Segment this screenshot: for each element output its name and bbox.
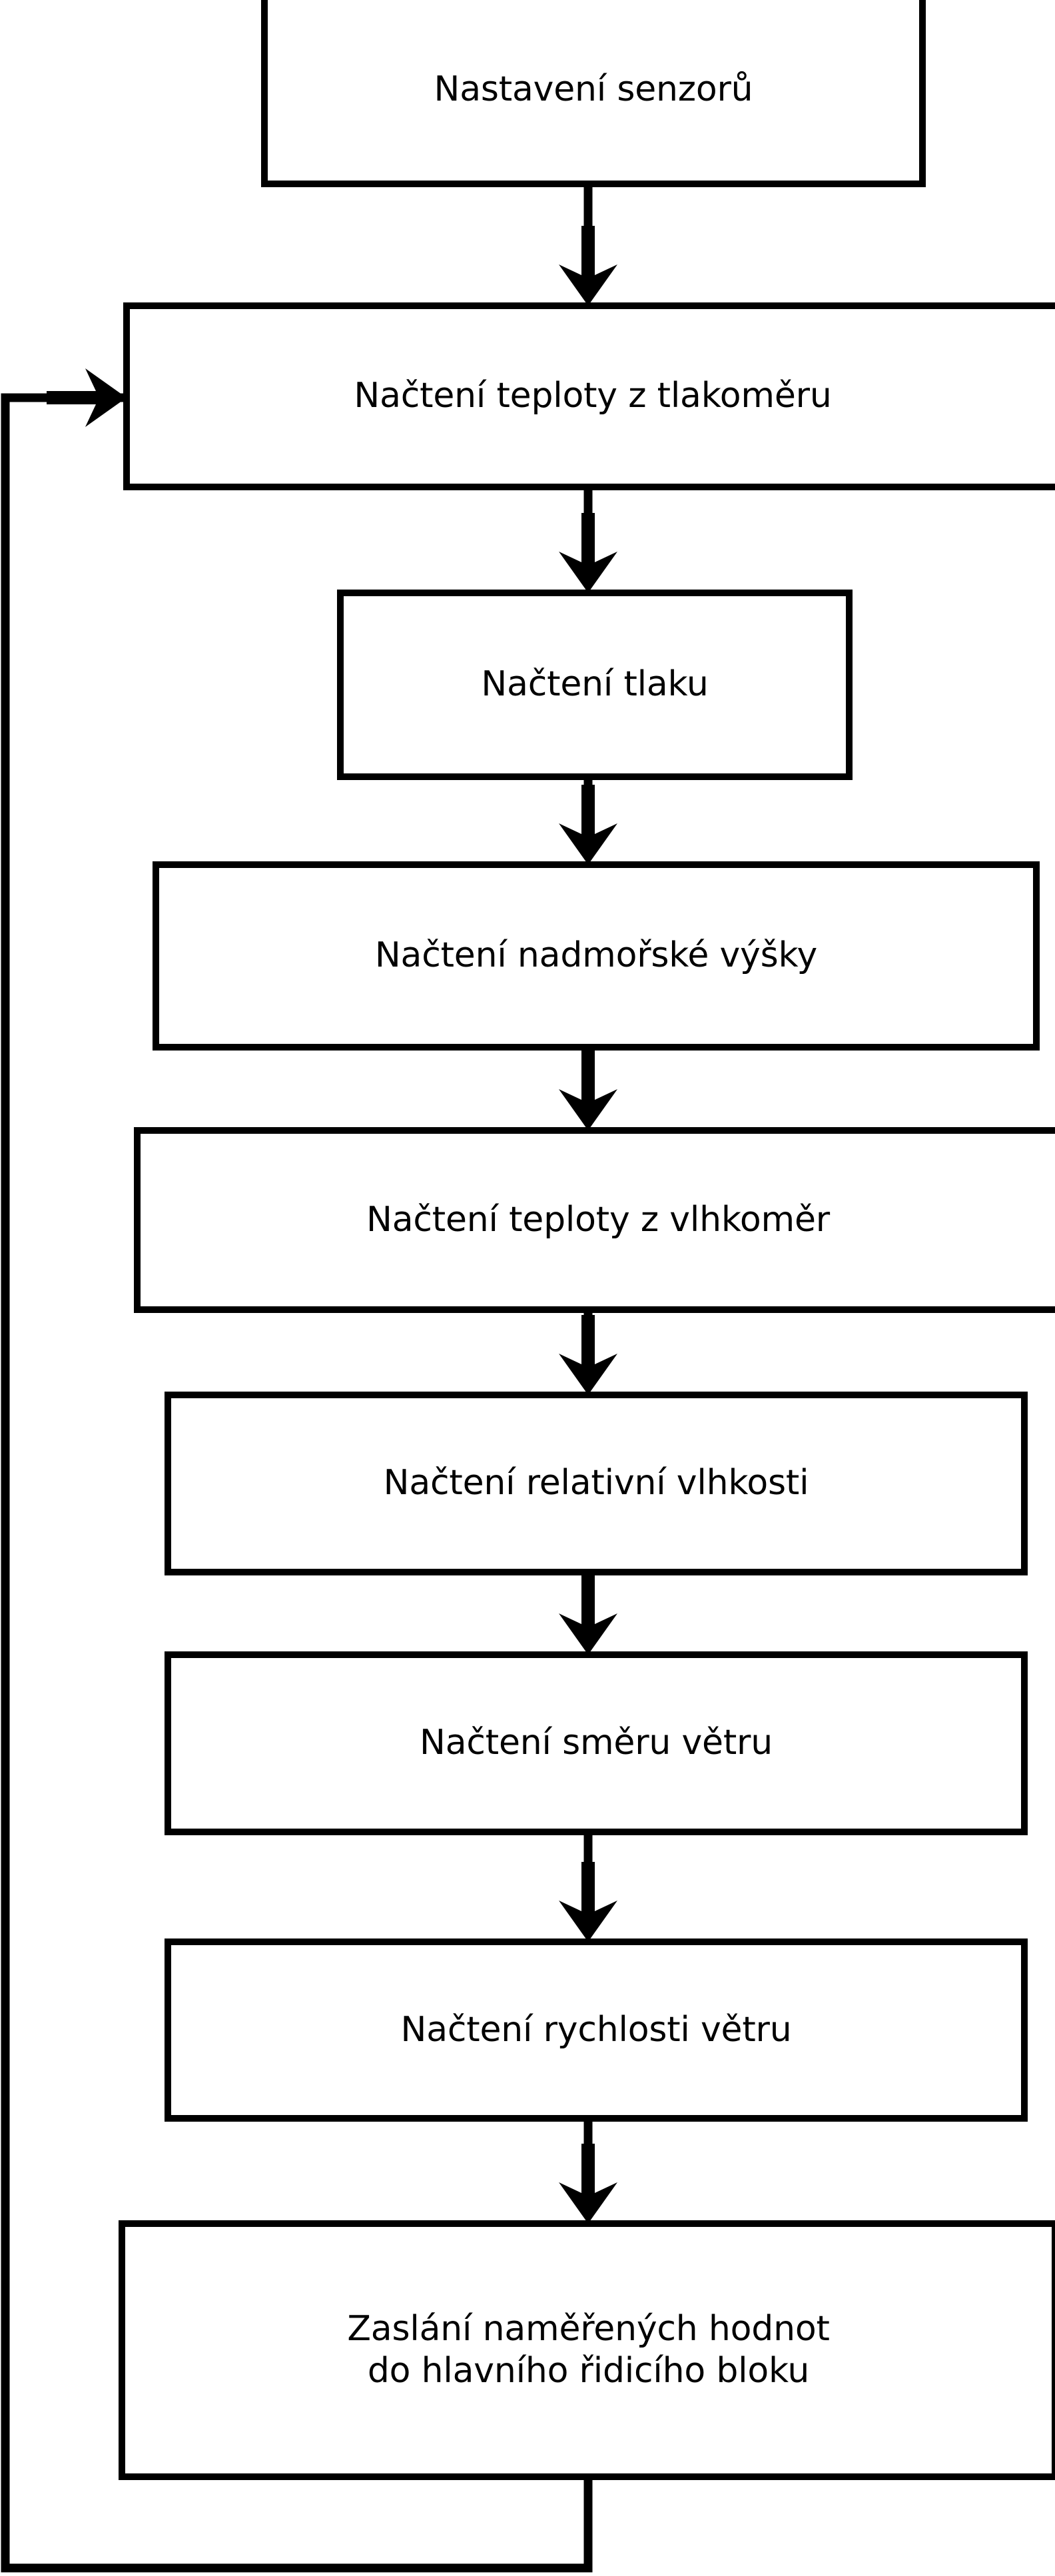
arrowhead-down-1 <box>559 226 617 306</box>
node-box-nacteni-teploty-z-tlakomeru[interactable] <box>123 302 1055 490</box>
node-box-nacteni-tlaku[interactable] <box>337 590 853 780</box>
arrowhead-down-5 <box>559 1315 617 1395</box>
node-box-zaslani-namerenych-hodnot[interactable] <box>119 2220 1055 2480</box>
connector-lines <box>1 184 593 2573</box>
node-box-nacteni-nadmorske-vysky[interactable] <box>153 861 1040 1051</box>
arrowhead-right-loop <box>47 368 127 427</box>
arrowhead-down-3 <box>559 785 617 865</box>
node-box-nastaveni-senzoru[interactable] <box>261 0 926 187</box>
node-box-nacteni-teploty-z-vlhkomer[interactable] <box>134 1127 1055 1313</box>
node-boxes <box>119 0 1055 2480</box>
arrowhead-down-2 <box>559 513 617 593</box>
node-box-nacteni-rychlosti-vetru[interactable] <box>165 1938 1028 2122</box>
arrowhead-down-8 <box>559 2144 617 2224</box>
arrowhead-down-4 <box>559 1051 617 1130</box>
node-box-nacteni-smeru-vetru[interactable] <box>165 1651 1028 1835</box>
arrowhead-down-6 <box>559 1575 617 1655</box>
node-box-nacteni-relativni-vlhkosti[interactable] <box>165 1392 1028 1575</box>
arrowhead-down-7 <box>559 1862 617 1942</box>
